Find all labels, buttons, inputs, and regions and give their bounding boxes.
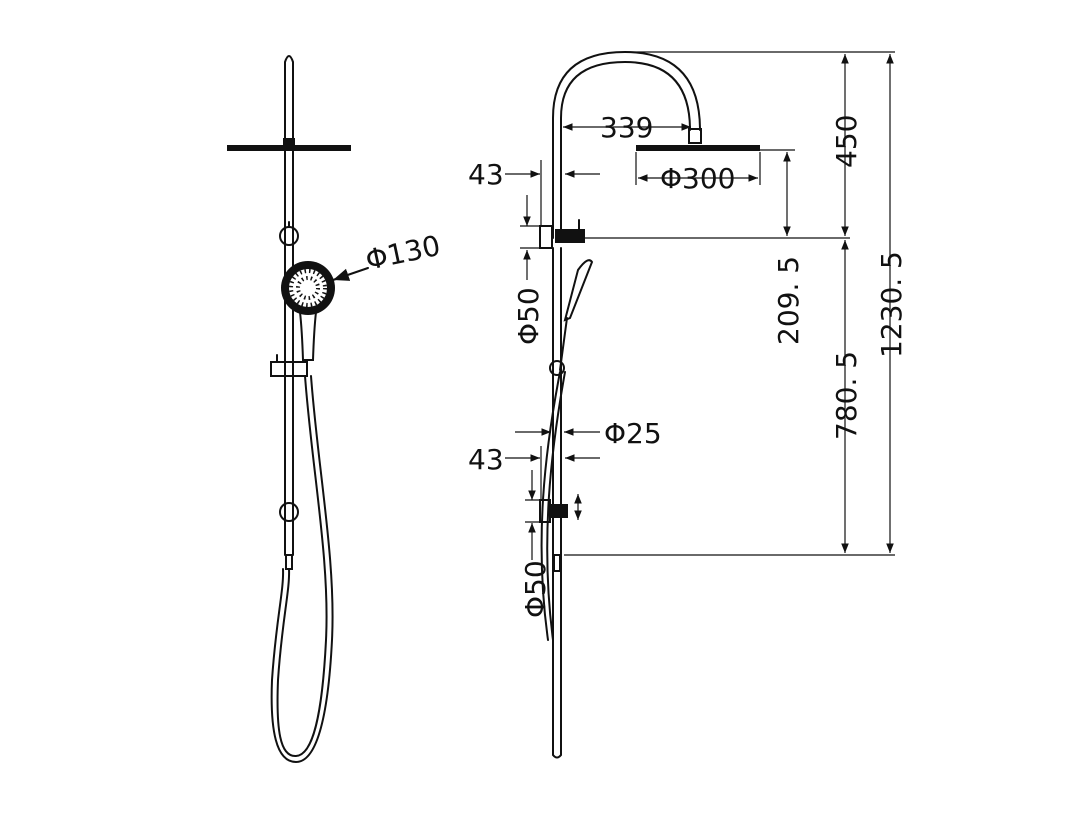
front-riser-upper xyxy=(284,55,294,143)
dim-phi50-top: Φ50 xyxy=(512,287,545,345)
front-hose xyxy=(276,375,328,758)
side-slider-ring xyxy=(549,360,565,376)
side-lower-mount xyxy=(550,504,568,518)
dim-209: 209. 5 xyxy=(772,256,805,345)
dim-phi25: Φ25 xyxy=(604,417,662,450)
front-rose-head xyxy=(227,145,351,151)
front-view: Φ130 xyxy=(227,55,444,764)
side-rose-connector xyxy=(688,128,702,144)
handshower-diameter-leader xyxy=(332,267,369,281)
front-handshower-handle xyxy=(299,311,317,361)
side-handshower xyxy=(563,259,594,322)
side-hose xyxy=(540,371,561,641)
dim-780: 780. 5 xyxy=(830,351,863,440)
dim-phi50-bottom: Φ50 xyxy=(519,560,552,618)
side-view: 339 Φ300 43 Φ50 Φ25 43 Φ50 xyxy=(468,50,908,759)
front-upper-bracket xyxy=(279,226,299,246)
side-gooseneck-inner xyxy=(560,60,691,239)
dim-phi300: Φ300 xyxy=(660,162,735,195)
dim-43-top: 43 xyxy=(468,158,504,191)
side-gooseneck-outer xyxy=(552,50,701,239)
front-main-rail xyxy=(284,150,294,556)
front-slider xyxy=(270,361,308,377)
dim-1230: 1230. 5 xyxy=(875,251,908,358)
front-rose-connector xyxy=(283,138,295,147)
side-upper-mount xyxy=(555,229,585,243)
side-inlet xyxy=(553,554,561,572)
side-upper-bracket xyxy=(539,225,553,249)
side-rose-head xyxy=(636,145,760,151)
side-main-rail xyxy=(552,247,562,759)
dim-339: 339 xyxy=(600,111,653,144)
handshower-diameter-label: Φ130 xyxy=(363,229,444,277)
front-inlet xyxy=(285,554,293,570)
dim-43-bottom: 43 xyxy=(468,443,504,476)
dim-450: 450 xyxy=(830,115,863,168)
front-lower-bracket xyxy=(279,502,299,522)
